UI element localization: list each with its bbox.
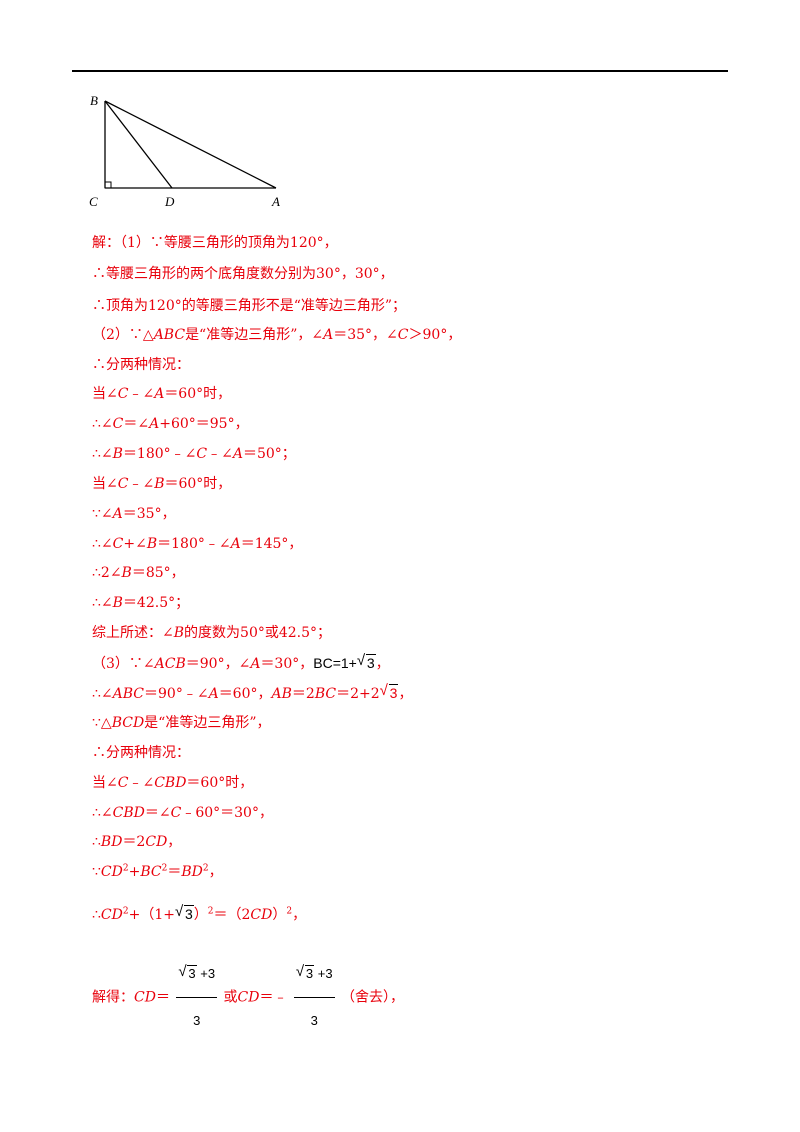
solution-line: ∴CD2+（1+√3）2＝（2CD）2， [92, 903, 307, 923]
label-c: C [89, 194, 98, 209]
solution-line: （3）∵∠ACB＝90°，∠A＝30°，BC=1+√3， [92, 652, 390, 672]
solution-line: ∵CD2+BC2＝BD2， [92, 863, 223, 880]
solution-line: ∴∠CBD＝∠C﹣60°＝30°， [92, 805, 273, 821]
solution-line: ∴顶角为120°的等腰三角形不是“准等边三角形”； [92, 298, 407, 314]
solution-line: ∴∠B＝42.5°； [92, 595, 190, 611]
solution-line: 解：（1）∵等腰三角形的顶角为120°， [92, 235, 338, 251]
solution-line: ∴2∠B＝85°， [92, 565, 185, 581]
solution-line: ∵∠A＝35°， [92, 506, 176, 522]
solution-line: ∴BD＝2CD， [92, 834, 182, 850]
header-rule [72, 70, 728, 72]
solution-line: ∴分两种情况： [92, 745, 190, 761]
solution-line: ∵△BCD是“准等边三角形”， [92, 715, 271, 731]
solution-line: 综上所述：∠B的度数为50°或42.5°； [92, 625, 332, 641]
solution-line: ∴∠C＝∠A+60°＝95°， [92, 416, 249, 432]
solution-line: （2）∵△ABC是“准等边三角形”，∠A＝35°，∠C＞90°， [92, 327, 462, 343]
triangle-figure: B C D A [89, 93, 280, 209]
solution-line: 当∠C﹣∠A＝60°时， [92, 386, 232, 402]
solution-line: ∴分两种情况： [92, 357, 190, 373]
solution-line: ∴∠C+∠B＝180°﹣∠A＝145°， [92, 536, 303, 552]
solution-line: ∴等腰三角形的两个底角度数分别为30°，30°， [92, 266, 394, 282]
solution-line: 当∠C﹣∠CBD＝60°时， [92, 775, 254, 791]
label-b: B [90, 93, 98, 108]
label-a: A [271, 194, 280, 209]
solution-line: ∴∠B＝180°﹣∠C﹣∠A＝50°； [92, 446, 296, 462]
solution-line: 当∠C﹣∠B＝60°时， [92, 476, 232, 492]
label-d: D [164, 194, 175, 209]
solution-line: ∴∠ABC＝90°﹣∠A＝60°，AB＝2BC＝2+2√3， [92, 682, 413, 702]
